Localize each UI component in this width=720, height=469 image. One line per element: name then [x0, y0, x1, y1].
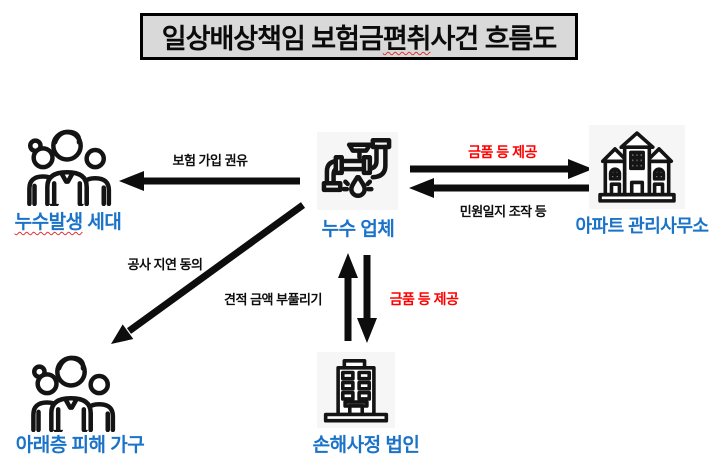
edge-label-construction-delay: 공사 지연 동의 [127, 257, 203, 272]
edge-label-bribe-to-adjuster: 금품 등 제공 [389, 291, 459, 307]
title-text-post: 사건 흐름도 [430, 24, 558, 54]
office-building-icon [317, 352, 395, 428]
edge-label-bribe-to-office: 금품 등 제공 [468, 144, 537, 160]
title-text-pre: 일상배상책임 보험금 [161, 24, 384, 54]
apartment-building-icon [589, 125, 685, 209]
title-text-flagged: 편취 [382, 24, 432, 54]
pipe-leak-icon [317, 132, 398, 210]
edge-label-insurance-recommend: 보험 가입 권유 [172, 153, 248, 168]
node-label-leak-household: 누수발생 세대 [0, 207, 136, 234]
bribe-to-office-arrow [410, 159, 593, 179]
insurance-recommend-arrow [119, 171, 300, 191]
family-icon [24, 350, 118, 432]
edge-label-complaint-log: 민원일지 조작 등 [459, 204, 547, 219]
node-label-loss-adjuster: 손해사정 법인 [312, 435, 420, 456]
family-icon [20, 124, 114, 206]
estimate-inflation-arrow [338, 253, 358, 341]
bribe-to-adjuster-arrow [357, 255, 377, 343]
node-label-leak-company: 누수 업체 [321, 219, 395, 240]
complaint-log-arrow [409, 178, 592, 198]
diagram-title: 일상배상책임 보험금 편취 사건 흐름도 [140, 13, 578, 60]
construction-delay-arrow [111, 202, 306, 344]
leak-household-rest-text: 세대 [82, 212, 122, 233]
node-label-apartment-office: 아파트 관리사무소 [575, 216, 709, 236]
edge-label-estimate-inflation: 견적 금액 부풀리기 [224, 292, 322, 307]
leak-household-flagged-text: 누수발생 [14, 212, 83, 233]
node-label-downstairs-household: 아래층 피해 가구 [15, 435, 145, 456]
